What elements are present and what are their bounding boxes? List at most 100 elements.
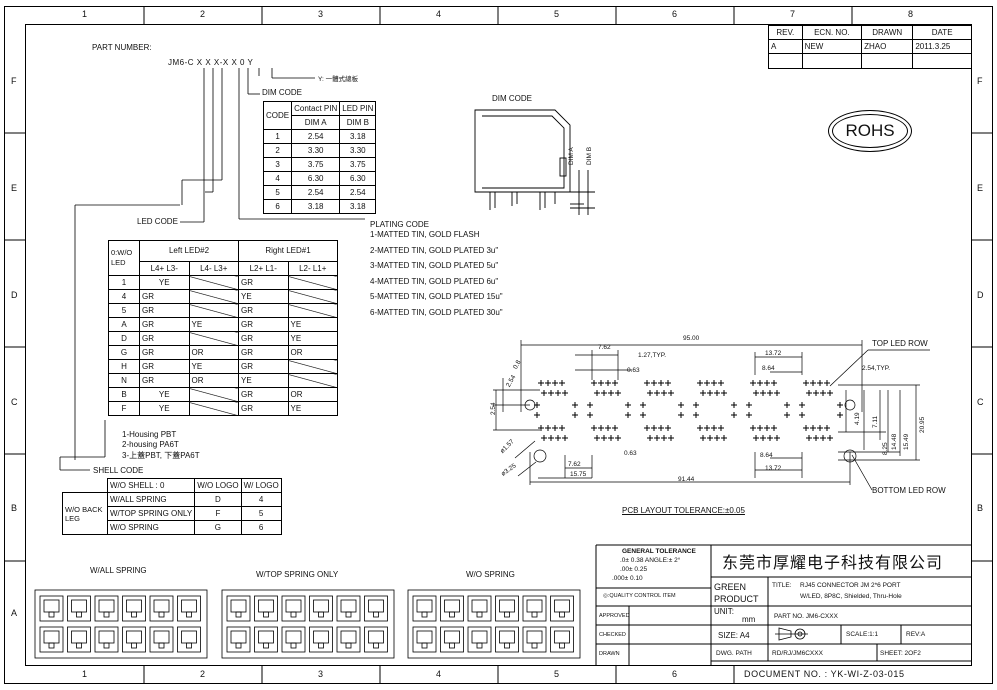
rj45-port bbox=[550, 595, 574, 622]
housing-list: 1-Housing PBT 2-housing PA6T 3-上蓋PBT, 下蓋… bbox=[122, 430, 200, 460]
rj45-port bbox=[440, 626, 464, 653]
rj45-port bbox=[336, 626, 361, 653]
unit-label: UNIT: bbox=[714, 607, 734, 616]
rj45-latch bbox=[559, 642, 565, 649]
rj45-port bbox=[309, 595, 333, 622]
shell-side: W/O BACK LEG bbox=[62, 492, 108, 535]
shell-cell: G bbox=[194, 520, 242, 535]
dim-2-54-typ: 2.54,TYP. bbox=[862, 365, 891, 372]
bottom-led-row-label: BOTTOM LED ROW bbox=[872, 486, 946, 495]
dim-0-63-b: 0.63 bbox=[624, 450, 637, 457]
plating-item: 6-MATTED TIN, GOLD PLATED 30u" bbox=[370, 307, 503, 317]
size-label: SIZE: A4 bbox=[718, 631, 750, 640]
col-label: 3 bbox=[318, 9, 324, 19]
dim-8-64: 8.64 bbox=[762, 365, 775, 372]
led-color-cell bbox=[188, 401, 239, 416]
dim-13-72: 13.72 bbox=[765, 350, 782, 357]
rj45-port bbox=[149, 626, 174, 653]
row-label: D bbox=[977, 290, 984, 300]
rj45-latch bbox=[504, 611, 510, 618]
dwg-path-value: RD/RJ/JM6CXXX bbox=[772, 650, 823, 657]
row-label: A bbox=[11, 608, 18, 618]
led-code-label: LED CODE bbox=[137, 217, 178, 226]
company-name: 东莞市厚耀电子科技有限公司 bbox=[722, 555, 944, 572]
col-label: 2 bbox=[200, 9, 206, 19]
rj45-latch bbox=[48, 642, 55, 649]
dim-15-75: 15.75 bbox=[570, 471, 587, 478]
title-label: TITLE: bbox=[772, 582, 792, 589]
rj45-port bbox=[39, 595, 64, 622]
led-code-table: 0:W/O LED Left LED#2 Right LED#1 L4+ L3-… bbox=[108, 240, 338, 416]
rj45-port bbox=[495, 626, 519, 653]
dim-7-62-b: 7.62 bbox=[568, 461, 581, 468]
rj45-port bbox=[309, 626, 333, 653]
rj45-port bbox=[94, 595, 119, 622]
rj45-port bbox=[364, 595, 388, 622]
row-label: F bbox=[977, 76, 983, 86]
rj45-latch bbox=[263, 642, 269, 649]
projection-symbol bbox=[775, 627, 808, 641]
title-line-2: W/LED, 8P8C, Shielded, Thru-Hole bbox=[800, 593, 902, 600]
rj45-port bbox=[364, 626, 388, 653]
dim-cell: 3 bbox=[262, 157, 293, 172]
dim-0-63: 0.63 bbox=[627, 367, 640, 374]
row-label: D bbox=[11, 290, 18, 300]
rj45-port bbox=[122, 626, 146, 653]
dim-cell: 3.18 bbox=[339, 199, 377, 214]
dim-91-44: 91.44 bbox=[678, 476, 695, 483]
shell-row-label: W/O SPRING bbox=[106, 520, 196, 535]
rj45-latch bbox=[421, 642, 428, 649]
rj45-latch bbox=[186, 611, 192, 618]
part-number-label: PART NUMBER: bbox=[92, 43, 152, 52]
rj45-latch bbox=[103, 642, 110, 649]
rj45-latch bbox=[421, 611, 428, 618]
shell-code-label: SHELL CODE bbox=[93, 466, 144, 475]
rj45-port bbox=[440, 595, 464, 622]
housing-item: 3-上蓋PBT, 下蓋PA6T bbox=[122, 451, 200, 460]
plating-item: 3-MATTED TIN, GOLD PLATED 5u" bbox=[370, 261, 499, 270]
connector-outline bbox=[34, 589, 208, 659]
connector-outline bbox=[221, 589, 395, 659]
view-label-top-spring: W/TOP SPRING ONLY bbox=[256, 570, 339, 579]
rj45-latch bbox=[76, 611, 82, 618]
rj45-latch bbox=[531, 611, 538, 618]
row-label: B bbox=[977, 503, 984, 513]
col-label: 4 bbox=[436, 669, 442, 679]
row-label: E bbox=[977, 183, 984, 193]
rj45-port bbox=[522, 595, 547, 622]
rj45-port bbox=[177, 595, 201, 622]
rj45-latch bbox=[131, 611, 137, 618]
rj45-latch bbox=[373, 611, 379, 618]
plating-item: 1-MATTED TIN, GOLD FLASH bbox=[370, 230, 480, 239]
rj45-port bbox=[67, 595, 91, 622]
approved-label: APPROVED bbox=[599, 613, 630, 619]
y-note: Y: 一體式總板 bbox=[318, 76, 359, 83]
col-label: 2 bbox=[200, 669, 206, 679]
led-color-cell bbox=[287, 373, 338, 388]
rj45-latch bbox=[235, 642, 242, 649]
view-label-no-spring: W/O SPRING bbox=[466, 570, 515, 579]
col-label: 8 bbox=[908, 9, 914, 19]
dim-code-label: DIM CODE bbox=[262, 88, 302, 97]
rj45-port bbox=[226, 595, 251, 622]
rj45-port bbox=[67, 626, 91, 653]
rj45-latch bbox=[290, 642, 297, 649]
rj45-port bbox=[254, 626, 278, 653]
title-line-1: RJ45 CONNECTOR JM 2*6 PORT bbox=[800, 582, 901, 589]
rj45-port bbox=[467, 626, 492, 653]
led-color-cell: OR bbox=[287, 345, 338, 360]
rj45-latch bbox=[373, 642, 379, 649]
scale-label: SCALE:1:1 bbox=[846, 631, 879, 638]
dim-cell: 6 bbox=[262, 199, 293, 214]
plating-code-label: PLATING CODE bbox=[370, 220, 429, 229]
rj45-port bbox=[254, 595, 278, 622]
quality-control-note: ◎:QUALITY CONTROL ITEM bbox=[603, 593, 676, 599]
top-led-row-label: TOP LED ROW bbox=[872, 339, 928, 348]
rj45-port bbox=[122, 595, 146, 622]
rj45-port bbox=[522, 626, 547, 653]
